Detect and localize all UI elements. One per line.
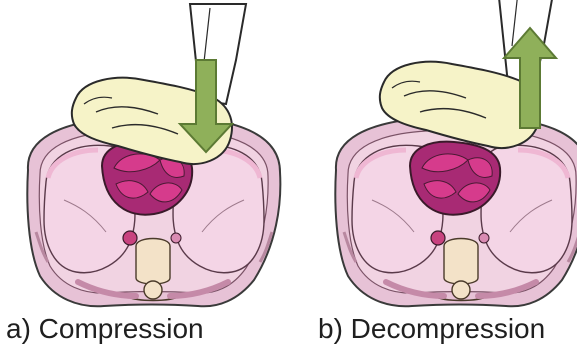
hand-a <box>72 4 246 164</box>
caption-compression: a) Compression <box>6 313 204 345</box>
thorax-cross-section-b <box>335 115 577 306</box>
panel-decompression <box>335 0 577 306</box>
caption-decompression: b) Decompression <box>318 313 545 345</box>
panel-compression <box>27 4 280 306</box>
